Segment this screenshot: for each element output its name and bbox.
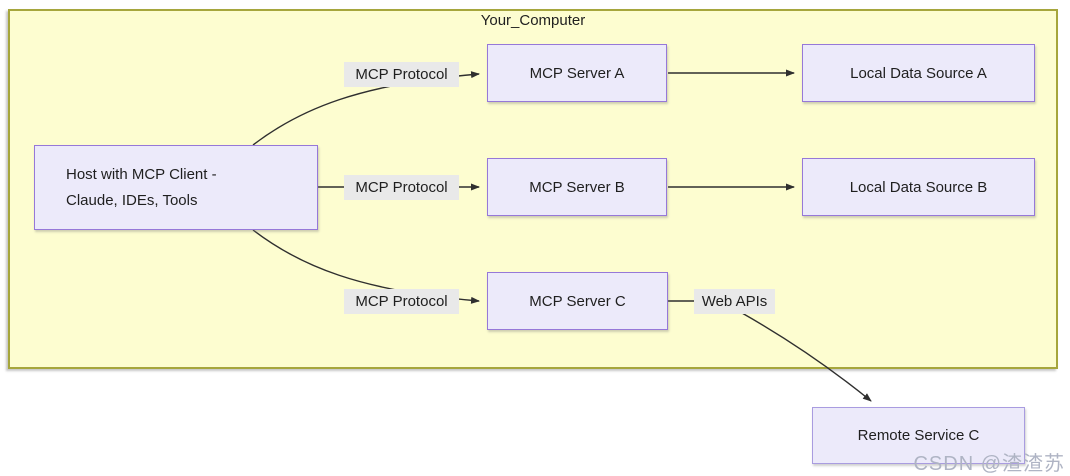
edge-label-mcp-protocol-a: MCP Protocol [344,62,459,87]
node-mcp-server-c: MCP Server C [487,272,668,330]
remote-service-c-label: Remote Service C [857,427,980,444]
node-host-with-mcp-client: Host with MCP Client - Claude, IDEs, Too… [34,145,318,230]
csdn-watermark: CSDN @渣渣苏 [913,453,1065,475]
node-remote-service-c: Remote Service C [812,407,1025,464]
edge-label-mcp-protocol-b: MCP Protocol [344,175,459,200]
mcp-server-a-label: MCP Server A [529,64,625,82]
node-mcp-server-b: MCP Server B [487,158,667,216]
local-data-source-a-label: Local Data Source A [850,64,987,82]
mcp-server-b-label: MCP Server B [529,178,625,196]
edge-webapis-to-remote-c [741,312,872,402]
host-label-line1: Host with MCP Client - [66,165,217,183]
edge-label-mcp-protocol-c: MCP Protocol [344,289,459,314]
node-local-data-source-a: Local Data Source A [802,44,1035,102]
node-local-data-source-b: Local Data Source B [802,158,1035,216]
node-mcp-server-a: MCP Server A [487,44,667,102]
local-data-source-b-label: Local Data Source B [849,178,988,196]
host-label-line2: Claude, IDEs, Tools [66,191,198,209]
mcp-server-c-label: MCP Server C [529,292,626,310]
edge-label-web-apis: Web APIs [694,289,775,314]
container-title: Your_Computer [480,12,586,29]
